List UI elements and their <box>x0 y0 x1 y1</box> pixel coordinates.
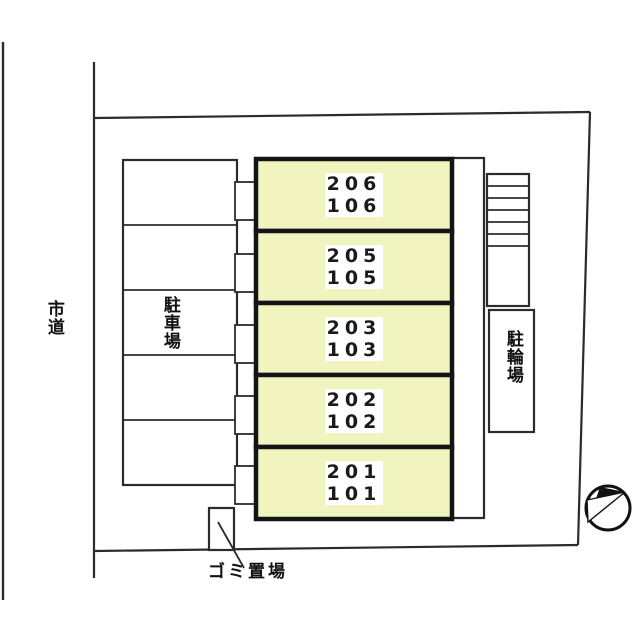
unit-label-205-105: 205 105 <box>256 231 452 303</box>
trash-station-area[interactable] <box>207 506 245 569</box>
unit-lower-number: 102 <box>324 411 384 434</box>
unit-upper-number: 205 <box>324 244 384 267</box>
street-label: 市道 <box>43 300 64 336</box>
compass-rose <box>584 484 632 532</box>
unit-label-202-102: 202 102 <box>256 375 452 447</box>
unit-label-201-101: 201 101 <box>256 447 452 519</box>
parking-lot-outline <box>121 158 239 487</box>
staircase-outline <box>485 172 531 308</box>
parking-lot-area[interactable] <box>121 158 239 487</box>
bicycle-parking-area[interactable] <box>487 308 536 434</box>
unit-upper-number: 206 <box>324 172 384 195</box>
compass-needle-light <box>586 491 626 524</box>
unit-label-203-103: 203 103 <box>256 303 452 375</box>
unit-lower-number: 103 <box>324 339 384 362</box>
parking-lot-label: 駐車場 <box>159 296 180 350</box>
unit-upper-number: 202 <box>324 388 384 411</box>
trash-station-leader-line <box>217 521 245 569</box>
unit-lower-number: 106 <box>324 195 384 218</box>
unit-lower-number: 105 <box>324 267 384 290</box>
trash-station-label: ゴミ置場 <box>208 562 288 582</box>
staircase <box>485 172 531 308</box>
site-boundary <box>92 62 592 578</box>
bicycle-parking-outline <box>487 308 536 434</box>
unit-upper-number: 203 <box>324 316 384 339</box>
unit-label-206-106: 206 106 <box>256 159 452 231</box>
bicycle-parking-label: 駐輪場 <box>502 330 523 384</box>
building-side-corridor <box>452 156 486 520</box>
unit-lower-number: 101 <box>324 483 384 506</box>
unit-upper-number: 201 <box>324 460 384 483</box>
